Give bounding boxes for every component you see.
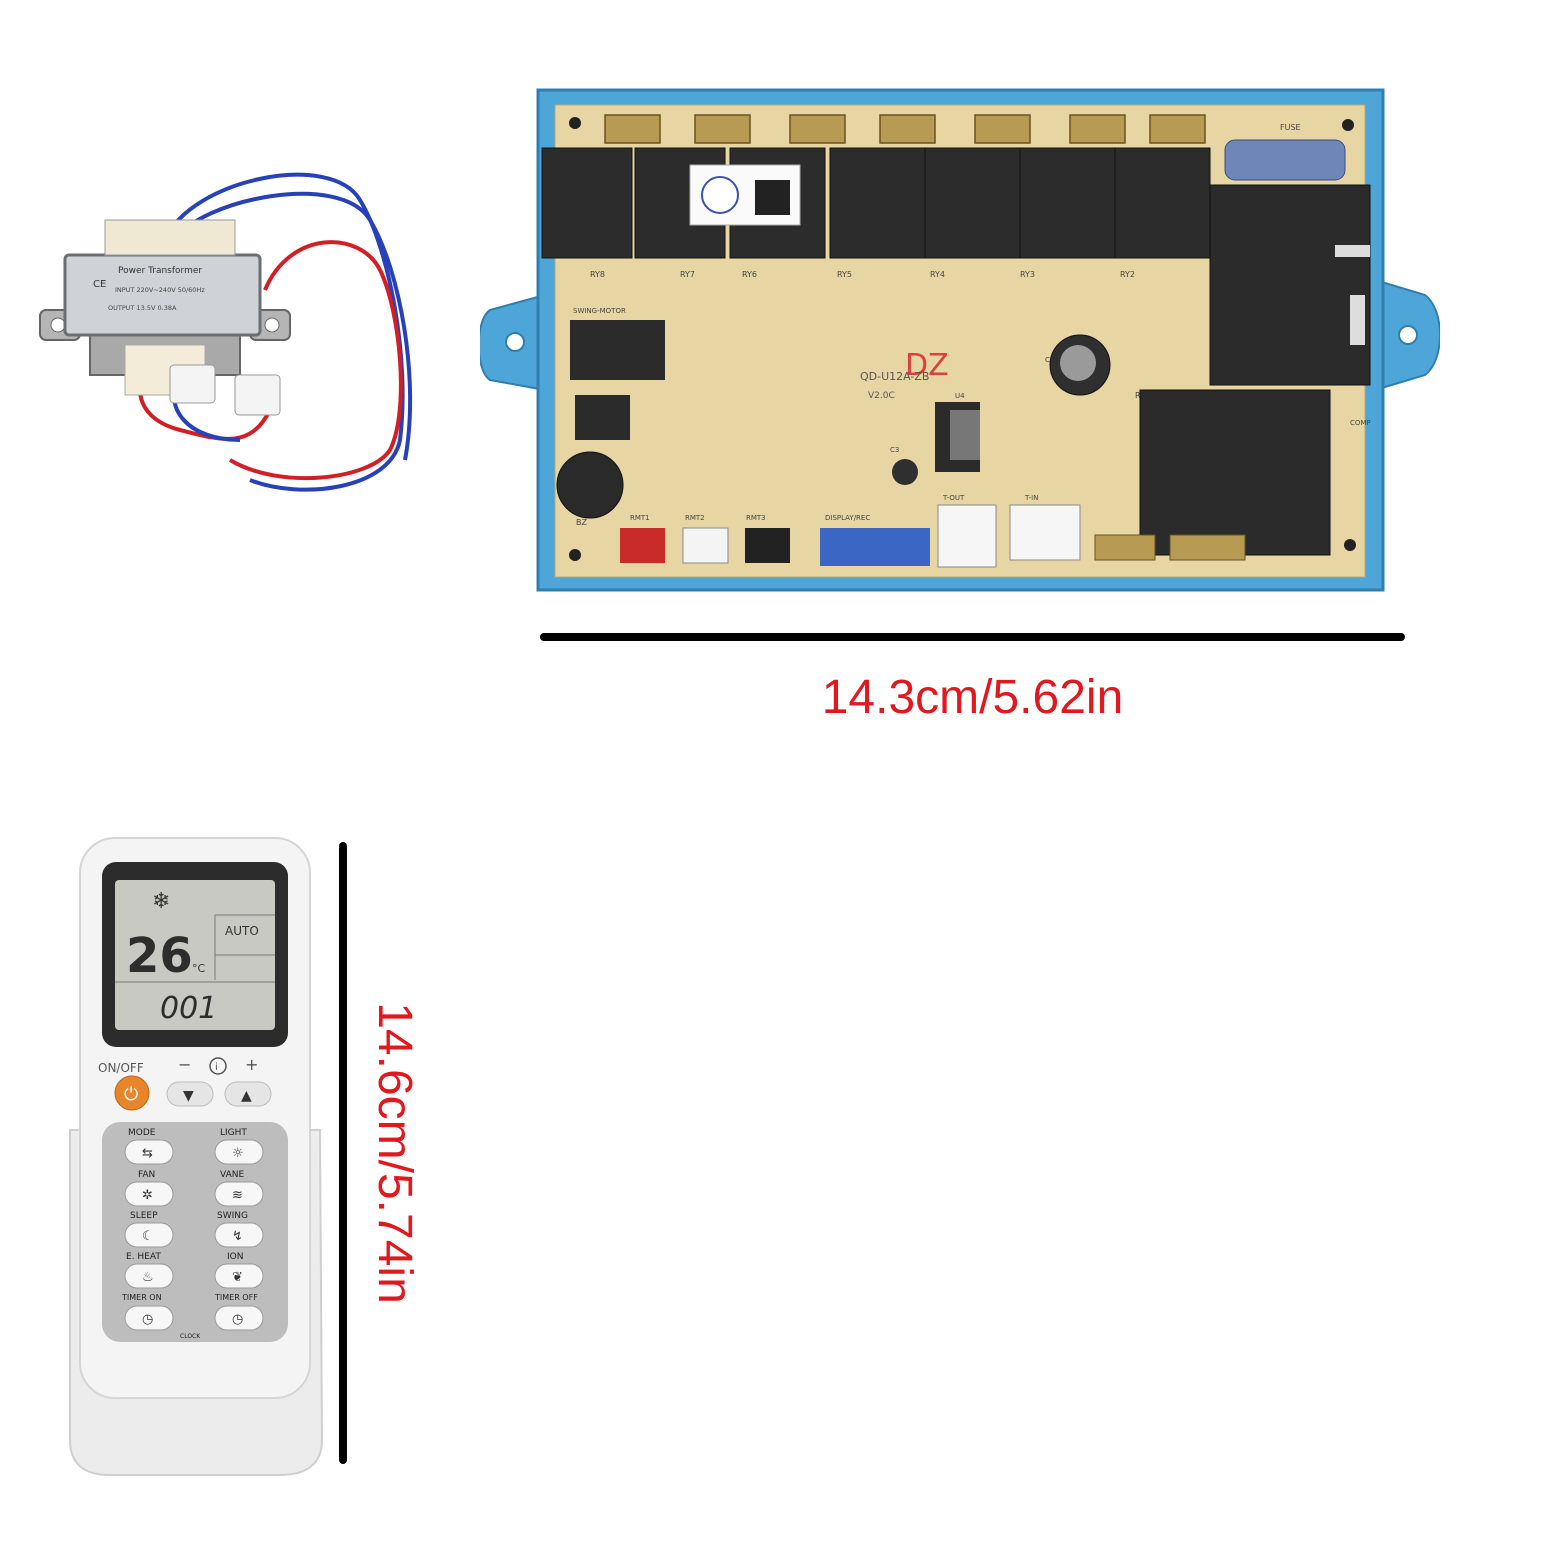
button-label: SWING — [217, 1211, 248, 1221]
control-board-photo: RY8 RY7 RY6 RY5 RY4 RY3 RY2 RY1 FUSE SWI… — [480, 88, 1440, 592]
temp-down-button[interactable] — [166, 1081, 214, 1107]
comp-label: COMP — [1350, 419, 1371, 427]
relay-label: RY5 — [837, 270, 852, 279]
connector-label: RMT1 — [630, 514, 650, 522]
transformer-title: Power Transformer — [118, 266, 202, 276]
brand-logo: DZ — [905, 348, 949, 383]
button-label: VANE — [220, 1170, 244, 1180]
connector-label: RMT2 — [685, 514, 705, 522]
compressor-relay — [1139, 389, 1331, 556]
down-arrow-icon: ▼ — [183, 1088, 194, 1104]
relay-label: RY2 — [1120, 270, 1135, 279]
lcd-screen — [115, 880, 275, 1030]
button-label: ION — [227, 1252, 243, 1262]
height-dimension-line — [339, 842, 347, 1464]
onoff-label: ON/OFF — [98, 1061, 144, 1075]
swing-button[interactable] — [214, 1222, 264, 1248]
light-icon: ☼ — [232, 1146, 244, 1161]
main-relay — [1209, 184, 1371, 386]
swing-icon: ↯ — [232, 1229, 243, 1244]
vane-button[interactable] — [214, 1181, 264, 1207]
rmt1-connector — [620, 528, 665, 563]
timer-on-icon: ◷ — [142, 1312, 153, 1327]
height-dimension-label: 14.6cm/5.74in — [368, 1002, 421, 1304]
width-dimension-line — [540, 633, 1405, 641]
relay-label: RY7 — [680, 270, 695, 279]
fan-button[interactable] — [124, 1181, 174, 1207]
up-arrow-icon: ▲ — [241, 1088, 252, 1104]
info-label: i — [215, 1062, 218, 1073]
transformer-input: INPUT 220V~240V 50/60Hz — [115, 286, 205, 294]
relay-label: RY3 — [1020, 270, 1035, 279]
timer-off-icon: ◷ — [232, 1312, 243, 1327]
button-label: TIMER ON — [121, 1293, 162, 1302]
remote-control-photo: ❄ 26 °C AUTO 001 ON/OFF − i + ⏻ ▼ ▲ MODE… — [69, 837, 324, 1476]
board-model: QD-U12A-ZB — [860, 370, 929, 383]
timer-on-button[interactable] — [124, 1305, 174, 1331]
lcd-unit: °C — [192, 962, 206, 975]
swing-label: SWING-MOTOR — [573, 307, 626, 315]
plus-label: + — [245, 1055, 258, 1074]
rmt3-connector — [745, 528, 790, 563]
cap2-label: C3 — [890, 446, 899, 454]
button-label: MODE — [128, 1128, 156, 1138]
width-dimension-label: 14.3cm/5.62in — [821, 671, 1124, 724]
transformer-connector-1 — [169, 364, 216, 404]
button-label: FAN — [138, 1170, 155, 1180]
lcd-fan-mode: AUTO — [225, 924, 259, 938]
reset-button — [575, 395, 630, 440]
relay-bank — [541, 147, 1211, 259]
power-icon: ⏻ — [124, 1084, 138, 1105]
snowflake-icon: ❄ — [152, 889, 170, 914]
vane-icon: ≋ — [232, 1188, 243, 1203]
sleep-icon: ☾ — [142, 1229, 154, 1244]
ion-button[interactable] — [214, 1263, 264, 1289]
fuse-label: FUSE — [1280, 123, 1301, 132]
button-label: LIGHT — [220, 1128, 247, 1138]
sleep-button[interactable] — [124, 1222, 174, 1248]
power-button[interactable] — [114, 1075, 150, 1111]
connector-label: T-OUT — [942, 494, 965, 502]
swing-motor-connector — [570, 320, 665, 380]
cap-label: C1 — [1045, 356, 1054, 364]
transformer-output: OUTPUT 13.5V 0.38A — [108, 304, 177, 312]
relay-terminals — [604, 114, 1206, 144]
light-button[interactable] — [214, 1139, 264, 1165]
timer-off-button[interactable] — [214, 1305, 264, 1331]
fuse — [1224, 139, 1346, 181]
clock-label: CLOCK — [180, 1333, 201, 1340]
relay-label: RY6 — [742, 270, 757, 279]
temp-up-button[interactable] — [224, 1081, 272, 1107]
minus-label: − — [178, 1055, 191, 1074]
power-transformer-photo: Power Transformer CE INPUT 220V~240V 50/… — [39, 172, 413, 492]
ion-icon: ❦ — [232, 1270, 243, 1285]
button-label: SLEEP — [130, 1211, 158, 1221]
transformer-connector-2 — [234, 374, 281, 416]
button-label: TIMER OFF — [214, 1293, 258, 1302]
transformer-top-bobbin — [104, 219, 236, 256]
lcd-temperature: 26 — [126, 928, 193, 984]
t-out-connector — [937, 504, 997, 568]
t-in-connector — [1009, 504, 1081, 561]
lcd-code: 001 — [160, 991, 217, 1026]
ce-mark: CE — [93, 279, 106, 290]
board-version: V2.0C — [868, 391, 895, 401]
mode-button[interactable] — [124, 1139, 174, 1165]
display-connector — [820, 528, 930, 566]
heat-icon: ♨ — [142, 1270, 154, 1285]
buzzer-label: BZ — [576, 518, 587, 527]
buzzer — [556, 451, 624, 519]
connector-label: RMT3 — [746, 514, 766, 522]
button-label: E. HEAT — [126, 1252, 161, 1262]
reg-label: U4 — [955, 392, 965, 400]
connector-label: T-IN — [1024, 494, 1038, 502]
fan-icon: ✲ — [142, 1188, 153, 1203]
rmt2-connector — [682, 527, 729, 564]
connector-label: DISPLAY/REC — [825, 514, 870, 522]
mode-icon: ⇆ — [142, 1146, 153, 1161]
info-icon — [209, 1057, 227, 1075]
relay-label: RY4 — [930, 270, 945, 279]
relay-label: RY8 — [590, 270, 605, 279]
e-heat-button[interactable] — [124, 1263, 174, 1289]
